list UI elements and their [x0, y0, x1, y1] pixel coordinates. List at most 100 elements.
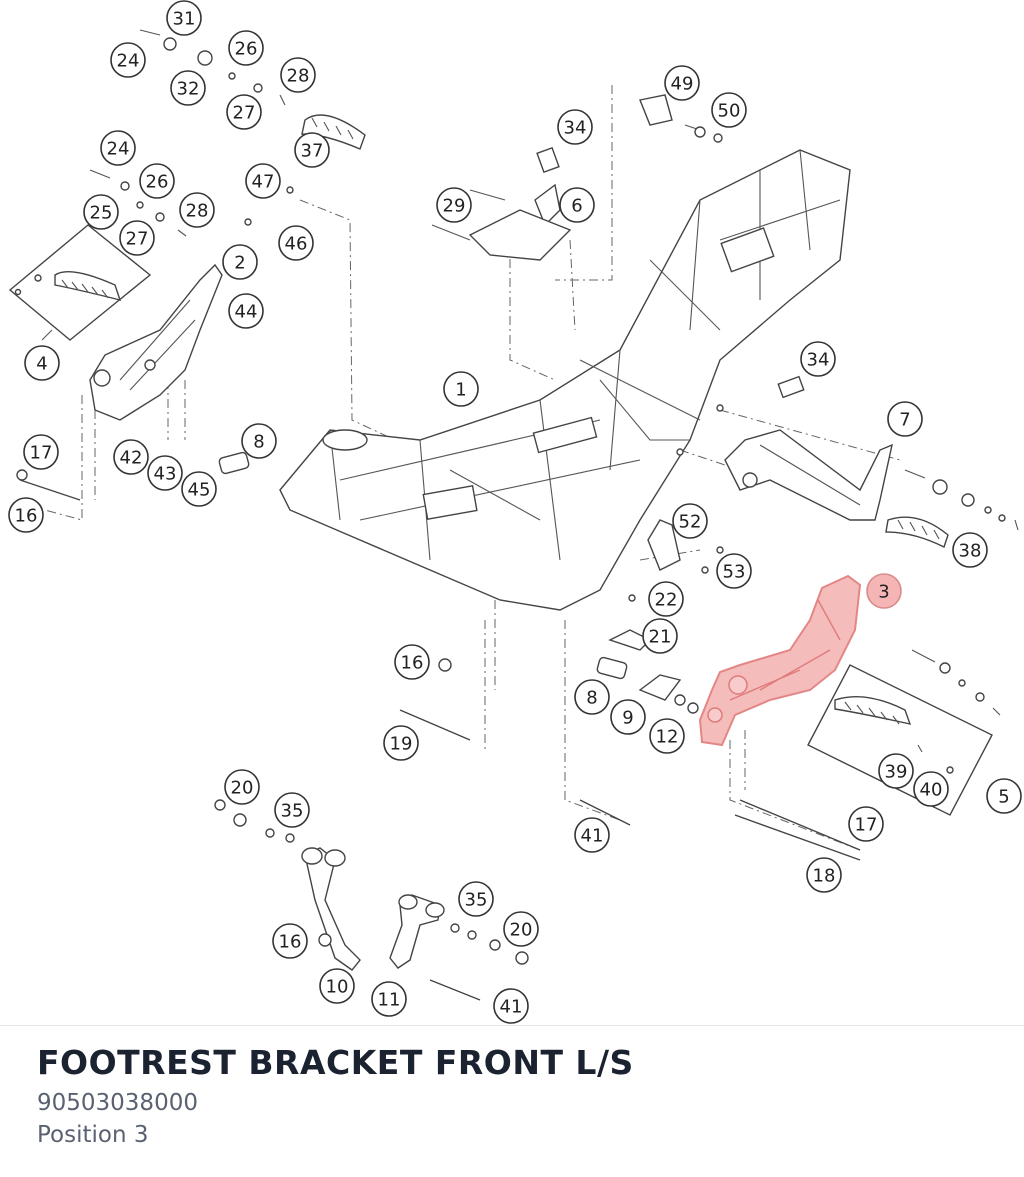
callout-4[interactable]: 4 [24, 345, 60, 381]
callout-29[interactable]: 29 [436, 187, 472, 223]
callout-27[interactable]: 27 [119, 220, 155, 256]
callout-26[interactable]: 26 [228, 30, 264, 66]
callout-9[interactable]: 9 [610, 699, 646, 735]
callout-34[interactable]: 34 [557, 109, 593, 145]
callout-label: 16 [401, 653, 424, 674]
callout-22[interactable]: 22 [648, 581, 684, 617]
callout-label: 16 [15, 506, 38, 527]
callout-8[interactable]: 8 [574, 679, 610, 715]
callout-label: 44 [235, 302, 258, 323]
callout-27[interactable]: 27 [226, 94, 262, 130]
callout-label: 35 [465, 890, 488, 911]
callout-49[interactable]: 49 [664, 65, 700, 101]
callout-label: 16 [279, 932, 302, 953]
callout-24[interactable]: 24 [100, 130, 136, 166]
callout-label: 20 [231, 778, 254, 799]
callout-25[interactable]: 25 [83, 194, 119, 230]
callout-46[interactable]: 46 [278, 225, 314, 261]
callout-label: 42 [120, 448, 143, 469]
callout-16[interactable]: 16 [272, 923, 308, 959]
callout-12[interactable]: 12 [649, 718, 685, 754]
callout-5[interactable]: 5 [986, 778, 1022, 814]
callout-20[interactable]: 20 [224, 769, 260, 805]
callout-42[interactable]: 42 [113, 439, 149, 475]
callout-53[interactable]: 53 [716, 553, 752, 589]
callout-8[interactable]: 8 [241, 423, 277, 459]
callout-28[interactable]: 28 [179, 192, 215, 228]
callout-16[interactable]: 16 [394, 644, 430, 680]
exploded-frame-diagram: 3124263228273724264725282746244417424345… [8, 0, 1022, 1024]
callout-26[interactable]: 26 [139, 163, 175, 199]
callout-label: 9 [622, 708, 633, 729]
callout-label: 32 [177, 79, 200, 100]
callout-43[interactable]: 43 [147, 455, 183, 491]
footrest-bracket-2 [89, 263, 223, 421]
callout-32[interactable]: 32 [170, 70, 206, 106]
part-title: FOOTREST BRACKET FRONT L/S [37, 1043, 634, 1082]
callout-label: 28 [186, 201, 209, 222]
callout-44[interactable]: 44 [228, 293, 264, 329]
callout-label: 26 [235, 39, 258, 60]
callout-label: 19 [390, 734, 413, 755]
callout-28[interactable]: 28 [280, 57, 316, 93]
callout-17[interactable]: 17 [23, 434, 59, 470]
callout-18[interactable]: 18 [806, 857, 842, 893]
part-position: Position 3 [37, 1122, 149, 1148]
callout-7[interactable]: 7 [887, 401, 923, 437]
callout-34[interactable]: 34 [800, 341, 836, 377]
callout-label: 41 [500, 997, 523, 1018]
callout-label: 28 [287, 66, 310, 87]
callout-6[interactable]: 6 [559, 187, 595, 223]
callout-label: 1 [455, 380, 466, 401]
callout-11[interactable]: 11 [371, 981, 407, 1017]
footrest-kit-5 [807, 664, 993, 816]
callout-17[interactable]: 17 [848, 806, 884, 842]
callout-40[interactable]: 40 [913, 771, 949, 807]
callout-label: 4 [36, 354, 47, 375]
callout-45[interactable]: 45 [181, 471, 217, 507]
callout-2[interactable]: 2 [222, 244, 258, 280]
callout-label: 46 [285, 234, 308, 255]
callout-label: 53 [723, 562, 746, 583]
callout-38[interactable]: 38 [952, 532, 988, 568]
callout-3[interactable]: 3 [866, 573, 902, 609]
callout-20[interactable]: 20 [503, 911, 539, 947]
callout-10[interactable]: 10 [319, 968, 355, 1004]
callout-label: 2 [234, 253, 245, 274]
callout-19[interactable]: 19 [383, 725, 419, 761]
callout-label: 34 [564, 118, 587, 139]
callout-label: 50 [718, 101, 741, 122]
callout-label: 37 [301, 141, 324, 162]
callout-47[interactable]: 47 [245, 163, 281, 199]
callout-label: 5 [998, 787, 1009, 808]
callout-label: 17 [30, 443, 53, 464]
callout-label: 7 [899, 410, 910, 431]
callout-52[interactable]: 52 [672, 503, 708, 539]
callout-24[interactable]: 24 [110, 42, 146, 78]
callout-1[interactable]: 1 [443, 371, 479, 407]
callout-41[interactable]: 41 [574, 817, 610, 853]
callout-31[interactable]: 31 [166, 0, 202, 36]
callout-label: 26 [146, 172, 169, 193]
callout-35[interactable]: 35 [274, 792, 310, 828]
callout-50[interactable]: 50 [711, 92, 747, 128]
callout-label: 17 [855, 815, 878, 836]
callout-label: 47 [252, 172, 275, 193]
callout-37[interactable]: 37 [294, 132, 330, 168]
callout-label: 38 [959, 541, 982, 562]
callout-21[interactable]: 21 [642, 618, 678, 654]
callout-41[interactable]: 41 [493, 988, 529, 1024]
callout-16[interactable]: 16 [8, 497, 44, 533]
callout-label: 40 [920, 780, 943, 801]
rear-footrest-bracket-7 [724, 429, 893, 521]
divider [0, 1025, 1024, 1026]
callout-39[interactable]: 39 [878, 753, 914, 789]
callout-label: 6 [571, 196, 582, 217]
callout-35[interactable]: 35 [458, 881, 494, 917]
callout-label: 11 [378, 990, 401, 1011]
callout-label: 3 [878, 582, 889, 603]
bolts-and-shafts [16, 29, 1019, 1001]
callout-label: 27 [126, 229, 149, 250]
callout-label: 10 [326, 977, 349, 998]
